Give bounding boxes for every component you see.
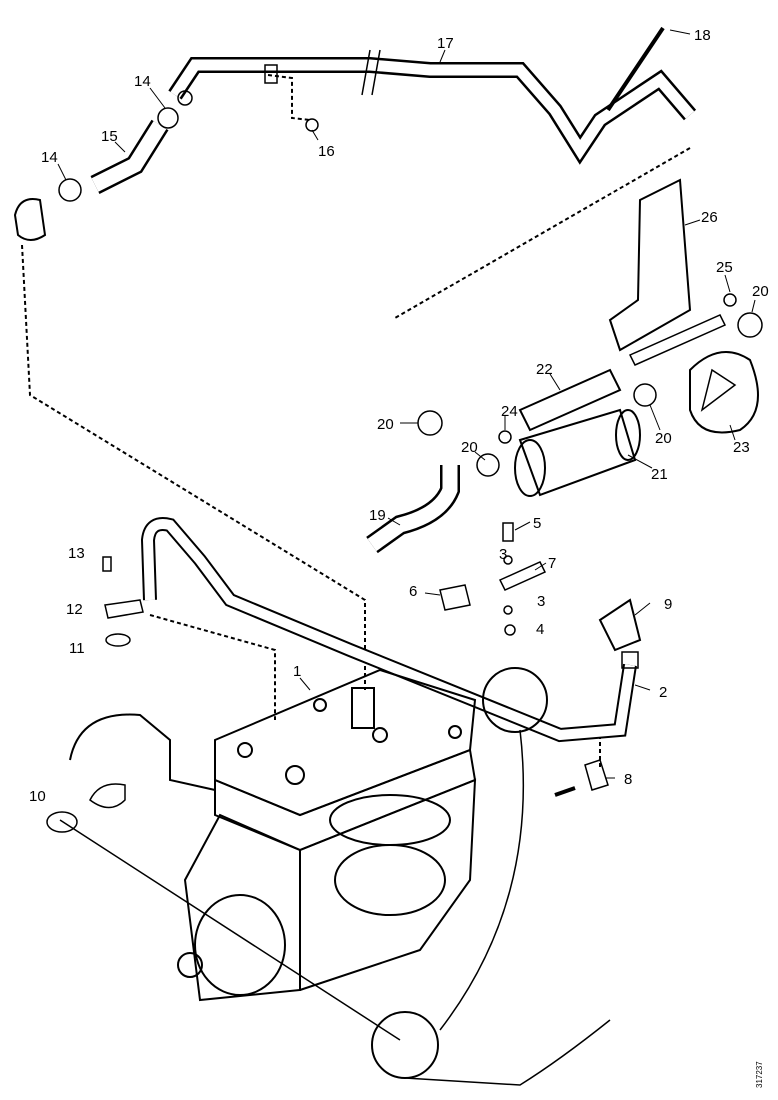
callout-15: 15 (101, 128, 118, 145)
callout-17: 17 (437, 35, 454, 52)
clamp-20-center (476, 453, 500, 477)
bracket-26 (608, 178, 692, 352)
bracket-22 (518, 368, 622, 432)
callout-leaders (57, 29, 756, 779)
callout-13: 13 (68, 545, 85, 562)
detail-circle-upper (482, 667, 548, 733)
clamp-14-lower (58, 178, 82, 202)
callout-4: 4 (536, 621, 544, 638)
bracket-8 (584, 759, 609, 791)
compressor-1 (177, 668, 477, 1002)
callout-20a: 20 (752, 283, 769, 300)
callout-26: 26 (701, 209, 718, 226)
part-10-body (89, 783, 126, 809)
callout-3b: 3 (537, 593, 545, 610)
clamp-20-right (737, 312, 763, 338)
callout-23: 23 (733, 439, 750, 456)
callout-7: 7 (548, 555, 556, 572)
callout-18: 18 (694, 27, 711, 44)
drawing-code: 317237 (755, 1061, 764, 1088)
silencer-21 (514, 408, 641, 497)
callout-16: 16 (318, 143, 335, 160)
callout-21: 21 (651, 466, 668, 483)
callout-20d: 20 (655, 430, 672, 447)
clamp-14-upper (157, 107, 179, 129)
intake-hose (69, 713, 216, 791)
washer-11 (105, 633, 131, 647)
detail-circle-lower (371, 1011, 439, 1079)
hose-19 (366, 465, 460, 554)
callout-10: 10 (29, 788, 46, 805)
hose-17 (168, 26, 697, 165)
callout-6: 6 (409, 583, 417, 600)
screw-13 (102, 556, 112, 572)
callout-14a: 14 (134, 73, 151, 90)
dashed-leaders (21, 74, 691, 770)
fitting-2 (621, 651, 639, 669)
bracket (264, 64, 278, 84)
callout-5: 5 (533, 515, 541, 532)
callout-19: 19 (369, 507, 386, 524)
clamp-10 (46, 811, 78, 833)
valve-9 (598, 598, 642, 652)
callout-11: 11 (69, 640, 85, 657)
elbow-fitting (13, 198, 47, 241)
callout-1: 1 (293, 663, 301, 680)
bracket-12 (104, 599, 144, 619)
callout-24: 24 (501, 403, 518, 420)
callout-20b: 20 (377, 416, 394, 433)
clamp-20-mid (633, 383, 657, 407)
callout-3a: 3 (499, 546, 507, 563)
clamp-20-left (417, 410, 443, 436)
hose-23 (689, 351, 759, 434)
screw-16 (305, 118, 319, 132)
hose-15 (90, 119, 169, 194)
small-parts (439, 522, 547, 636)
callout-20c: 20 (461, 439, 478, 456)
nut-25 (723, 293, 737, 307)
pipe-2 (140, 517, 637, 743)
nut-24 (498, 430, 512, 444)
callout-9: 9 (664, 596, 672, 613)
callout-8: 8 (624, 771, 632, 788)
callout-22: 22 (536, 361, 553, 378)
callout-labels: 17 18 14 15 14 16 26 25 20 22 24 20 20 2… (29, 27, 769, 1088)
callout-14b: 14 (41, 149, 58, 166)
callout-12: 12 (66, 601, 83, 618)
callout-2: 2 (659, 684, 667, 701)
callout-25: 25 (716, 259, 733, 276)
